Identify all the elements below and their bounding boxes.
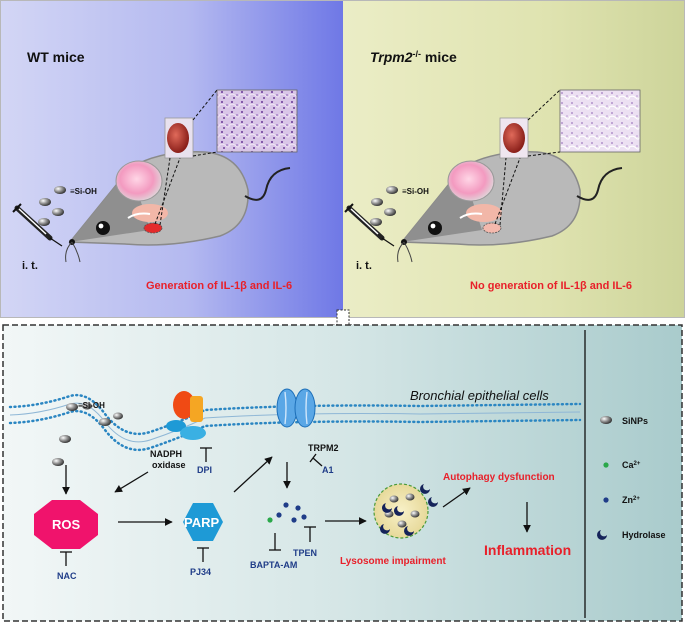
nac-label: NAC	[57, 571, 77, 581]
ros-shape	[34, 500, 98, 549]
wt-mouse-illustration	[65, 151, 291, 263]
wt-lung-tissue-image	[154, 89, 298, 226]
wt-syringe-icon	[12, 203, 63, 247]
mechanism-panel-background	[2, 324, 683, 622]
legend-sinps-label: SiNPs	[622, 416, 648, 426]
membrane-silica-particles	[52, 402, 123, 466]
a1-inhibition-icon	[309, 453, 323, 467]
wt-result-text: Generation of IL-1β and IL-6	[146, 280, 292, 292]
ko-mouse-illustration	[397, 151, 623, 263]
legend-zn-label: Zn2+	[622, 495, 640, 505]
trpm2-label: TRPM2	[308, 443, 339, 453]
a1-label: A1	[322, 465, 334, 475]
bapta-label: BAPTA-AM	[250, 560, 297, 570]
parp-shape	[183, 503, 223, 541]
ko-lung-tissue-image	[494, 89, 641, 226]
legend-ca-label: Ca2+	[622, 460, 641, 470]
nac-inhibition-icon	[60, 551, 72, 566]
ko-silica-label: ≡Si-OH	[402, 187, 429, 196]
legend: SiNPs Ca2+ Zn2+ Hydrolase	[597, 416, 666, 540]
pj34-label: PJ34	[190, 567, 211, 577]
calcium-zinc-ions	[267, 502, 307, 523]
wt-panel-title: WT mice	[27, 49, 85, 65]
wt-silica-particles	[38, 186, 66, 226]
ko-syringe-icon	[344, 203, 395, 247]
ko-silica-particles	[370, 186, 398, 226]
nadph-label-line1: NADPH	[150, 449, 182, 459]
membrane-label: Bronchial epithelial cells	[410, 388, 549, 403]
membrane-silica-label: ≡Si-OH	[78, 401, 105, 410]
dpi-inhibition-icon	[200, 447, 212, 462]
wt-route-label: i. t.	[22, 260, 38, 272]
ko-panel-title: Trpm2-/- mice	[370, 49, 457, 65]
lysosome-label: Lysosome impairment	[340, 556, 446, 567]
ros-label: ROS	[52, 517, 81, 532]
parp-label: PARP	[184, 515, 219, 530]
tpen-label: TPEN	[293, 548, 317, 558]
trpm2-channel-icon	[276, 388, 316, 428]
lysosome-illustration	[373, 483, 429, 539]
inflammation-label: Inflammation	[484, 542, 571, 558]
tpen-inhibition-icon	[304, 526, 316, 542]
wt-silica-label: ≡Si-OH	[70, 187, 97, 196]
released-hydrolase-icons	[420, 484, 438, 507]
pj34-inhibition-icon	[197, 547, 209, 562]
nadph-oxidase-complex	[166, 391, 206, 440]
dpi-label: DPI	[197, 465, 212, 475]
ko-result-text: No generation of IL-1β and IL-6	[470, 280, 632, 292]
nadph-label-line2: oxidase	[152, 460, 186, 470]
pathway-arrows	[62, 456, 531, 533]
legend-hydrolase-label: Hydrolase	[622, 530, 666, 540]
ko-route-label: i. t.	[356, 260, 372, 272]
autophagy-label: Autophagy dysfunction	[443, 472, 555, 483]
bapta-inhibition-icon	[269, 533, 281, 551]
